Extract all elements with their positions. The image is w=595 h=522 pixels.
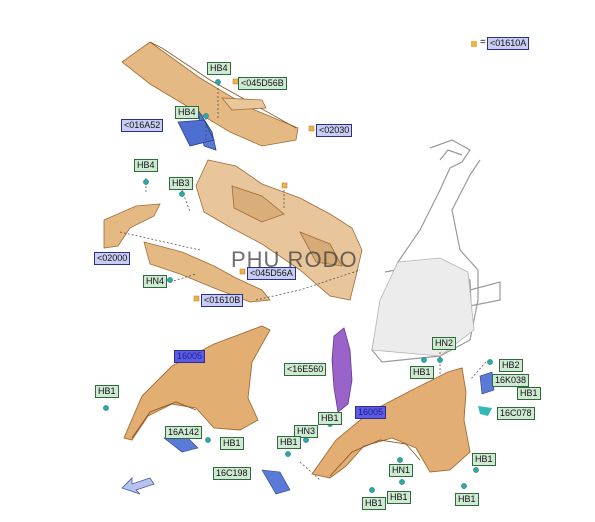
callout-16005[interactable]: 16005	[355, 406, 387, 419]
callout-01610b[interactable]: <01610B	[201, 294, 244, 307]
callout-045d56a[interactable]: <045D56A	[247, 267, 296, 280]
legend-equals: =	[480, 37, 486, 48]
callout-hb1[interactable]: HB1	[517, 387, 541, 400]
splash-shield	[478, 406, 492, 416]
callout-hb1[interactable]: HB1	[220, 437, 244, 450]
callout-hb1[interactable]: HB1	[387, 491, 411, 504]
callout-hb1[interactable]: HB1	[318, 412, 342, 425]
callout-hn2[interactable]: HN2	[432, 337, 457, 350]
callout-16c198[interactable]: 16C198	[213, 467, 251, 480]
callout-hn4[interactable]: HN4	[143, 275, 168, 288]
callout-hb1[interactable]: HB1	[277, 436, 301, 449]
view-arrow-icon	[121, 477, 155, 495]
insulator-purple	[331, 327, 353, 413]
callout-16k038[interactable]: 16K038	[492, 374, 530, 387]
callout-hb1[interactable]: HB1	[455, 493, 479, 506]
legend-symbol	[471, 41, 477, 47]
callout-16a142[interactable]: 16A142	[165, 426, 203, 439]
body-side-fill	[371, 257, 475, 357]
cowl-side-brackets	[103, 203, 271, 303]
callout-hn3[interactable]: HN3	[294, 425, 319, 438]
callout-16c078[interactable]: 16C078	[497, 407, 535, 420]
callout-hb1[interactable]: HB1	[410, 366, 434, 379]
callout-hb1[interactable]: HB1	[362, 497, 386, 510]
callout-045d56b[interactable]: <045D56B	[238, 77, 287, 90]
callout-hb1[interactable]: HB1	[472, 453, 496, 466]
fender-right	[311, 367, 471, 479]
dash-panel	[195, 159, 363, 301]
cowl-panel	[121, 41, 299, 151]
callout-16005[interactable]: 16005	[174, 350, 206, 363]
callout-hb2[interactable]: HB2	[499, 359, 523, 372]
callout-hb1[interactable]: HB1	[95, 385, 119, 398]
nut-markers	[193, 78, 315, 302]
callout-hb4[interactable]: HB4	[175, 106, 199, 119]
callout-01610a[interactable]: <01610A	[487, 37, 530, 50]
callout-hb4[interactable]: HB4	[207, 62, 231, 75]
callout-hn1[interactable]: HN1	[389, 464, 414, 477]
fender-left	[123, 325, 271, 441]
callout-02030[interactable]: <02030	[316, 124, 353, 137]
callout-016a52[interactable]: <016A52	[121, 119, 164, 132]
callout-hb3[interactable]: HB3	[169, 177, 193, 190]
callout-16e560[interactable]: <16E560	[284, 363, 327, 376]
callout-02000[interactable]: <02000	[94, 252, 131, 265]
callout-hb4[interactable]: HB4	[134, 159, 158, 172]
fender-brackets	[163, 371, 495, 495]
